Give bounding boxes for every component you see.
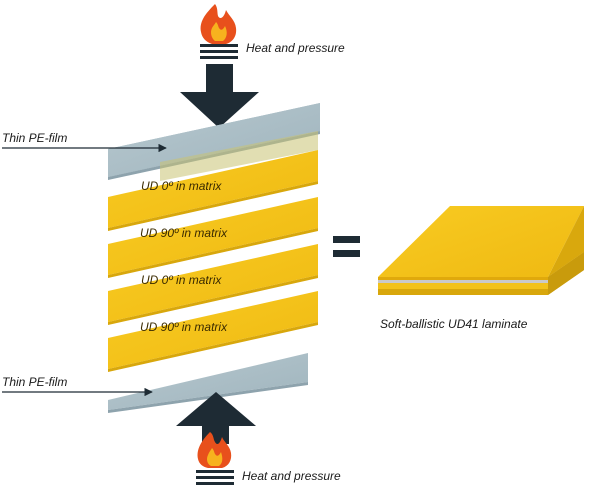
heat-bottom-label: Heat and pressure xyxy=(242,469,341,483)
ud-layer-label: UD 90º in matrix xyxy=(140,226,228,240)
ud-layer-face xyxy=(108,291,318,369)
film-overlap-tint xyxy=(160,131,318,181)
equals-sign xyxy=(333,236,360,257)
ud-layer-label: UD 0º in matrix xyxy=(141,273,222,287)
bottom-pe-film xyxy=(108,353,308,413)
film-bottom-label: Thin PE-film xyxy=(2,375,67,389)
ud-layer-stack: UD 0º in matrix UD 90º in matrix UD 0º in … xyxy=(108,131,318,372)
bottom-flame-icon xyxy=(196,432,234,485)
ud-layer-label: UD 90º in matrix xyxy=(140,320,228,334)
ud-layer-label: UD 0º in matrix xyxy=(141,179,222,193)
ud-layer-2: UD 90º in matrix xyxy=(108,197,318,278)
ud-layer-edge xyxy=(108,181,318,231)
ud-layer-3: UD 0º in matrix xyxy=(108,244,318,325)
ud-layer-face xyxy=(108,244,318,322)
ud-layer-1: UD 0º in matrix xyxy=(108,150,318,231)
result-laminate xyxy=(378,206,584,295)
ud-layer-edge xyxy=(108,275,318,325)
ud-layer-edge xyxy=(108,228,318,278)
heat-top-label: Heat and pressure xyxy=(246,41,345,55)
ud-layer-face xyxy=(108,150,318,228)
top-flame-icon xyxy=(200,4,238,59)
top-press-arrow xyxy=(180,64,259,128)
ud-layer-4: UD 90º in matrix xyxy=(108,291,318,372)
result-label: Soft-ballistic UD41 laminate xyxy=(380,317,528,331)
film-top-label: Thin PE-film xyxy=(2,131,67,145)
ud-layer-face xyxy=(108,197,318,275)
ud-layer-edge xyxy=(108,322,318,372)
